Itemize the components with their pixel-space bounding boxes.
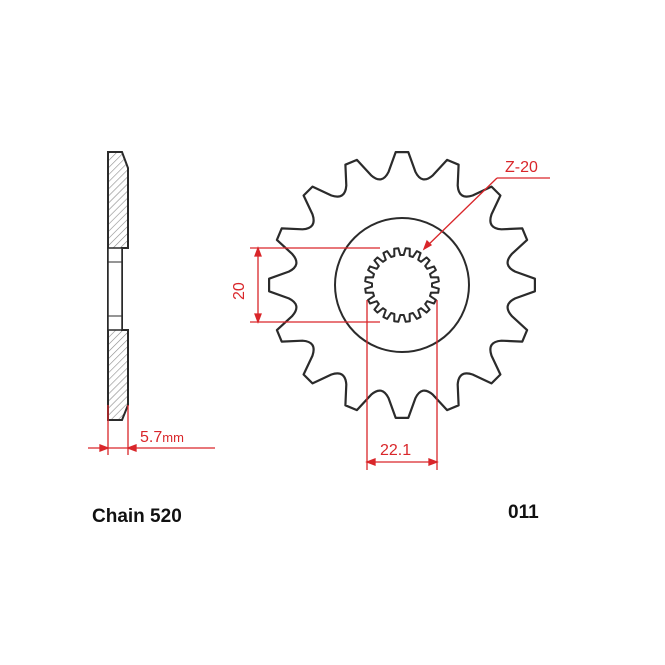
thickness-value-label: 5.7mm: [140, 429, 184, 446]
spline-height-label: 20: [231, 282, 248, 300]
sprocket-outline: [268, 151, 536, 419]
side-profile-bore: [107, 247, 123, 331]
spline-bore: [364, 247, 440, 323]
teeth-leader: [422, 177, 550, 251]
sprocket-front-view: [268, 151, 536, 419]
spline-height-dimension: [250, 246, 380, 324]
thickness-dimension: [88, 405, 215, 455]
hub-circle: [334, 217, 470, 353]
part-number-label: 011: [508, 502, 539, 523]
side-profile: [107, 151, 129, 421]
teeth-count-label: Z-20: [505, 159, 538, 176]
spline-width-dimension: [365, 300, 439, 470]
chain-size-label: Chain 520: [92, 506, 182, 527]
spline-width-label: 22.1: [380, 442, 411, 459]
